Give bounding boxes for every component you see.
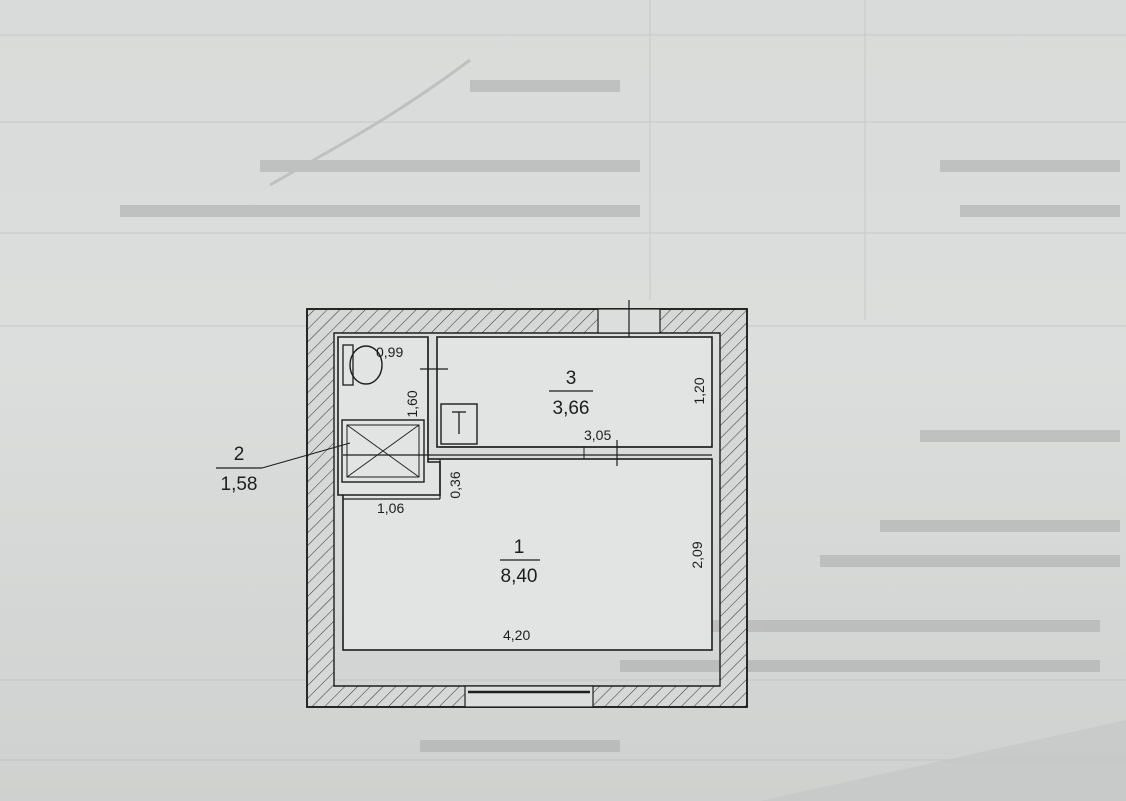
photo-shadow — [760, 720, 1126, 801]
dim-wc-width: 0,99 — [376, 344, 403, 360]
room-1-number: 1 — [514, 537, 525, 558]
room-2-label: 2 1,58 — [216, 444, 262, 495]
dim-wc-depth: 1,60 — [404, 390, 420, 417]
dim-bath-offset: 0,36 — [447, 471, 463, 498]
floor-plan — [261, 300, 748, 708]
dim-room1-depth: 2,09 — [689, 541, 705, 568]
entrance-door — [464, 685, 594, 708]
dim-room1-width: 4,20 — [503, 627, 530, 643]
room-2-number: 2 — [234, 444, 245, 465]
dim-room3-width: 3,05 — [584, 427, 611, 443]
room-2-leader — [261, 442, 351, 469]
room-2-area: 1,58 — [221, 474, 258, 495]
room-1-area: 8,40 — [501, 566, 538, 587]
paper-crease — [269, 58, 471, 187]
shower-tray-icon — [341, 419, 425, 483]
room-1-label: 1 8,40 — [500, 537, 540, 587]
room-3-label: 3 3,66 — [549, 368, 593, 419]
room-3-kitchen — [436, 336, 713, 448]
dim-room3-depth: 1,20 — [691, 377, 707, 404]
dim-bath-width: 1,06 — [377, 500, 404, 516]
sink-icon — [440, 403, 478, 445]
room-3-area: 3,66 — [553, 398, 590, 419]
toilet-icon — [342, 344, 383, 386]
room-3-number: 3 — [566, 368, 577, 389]
